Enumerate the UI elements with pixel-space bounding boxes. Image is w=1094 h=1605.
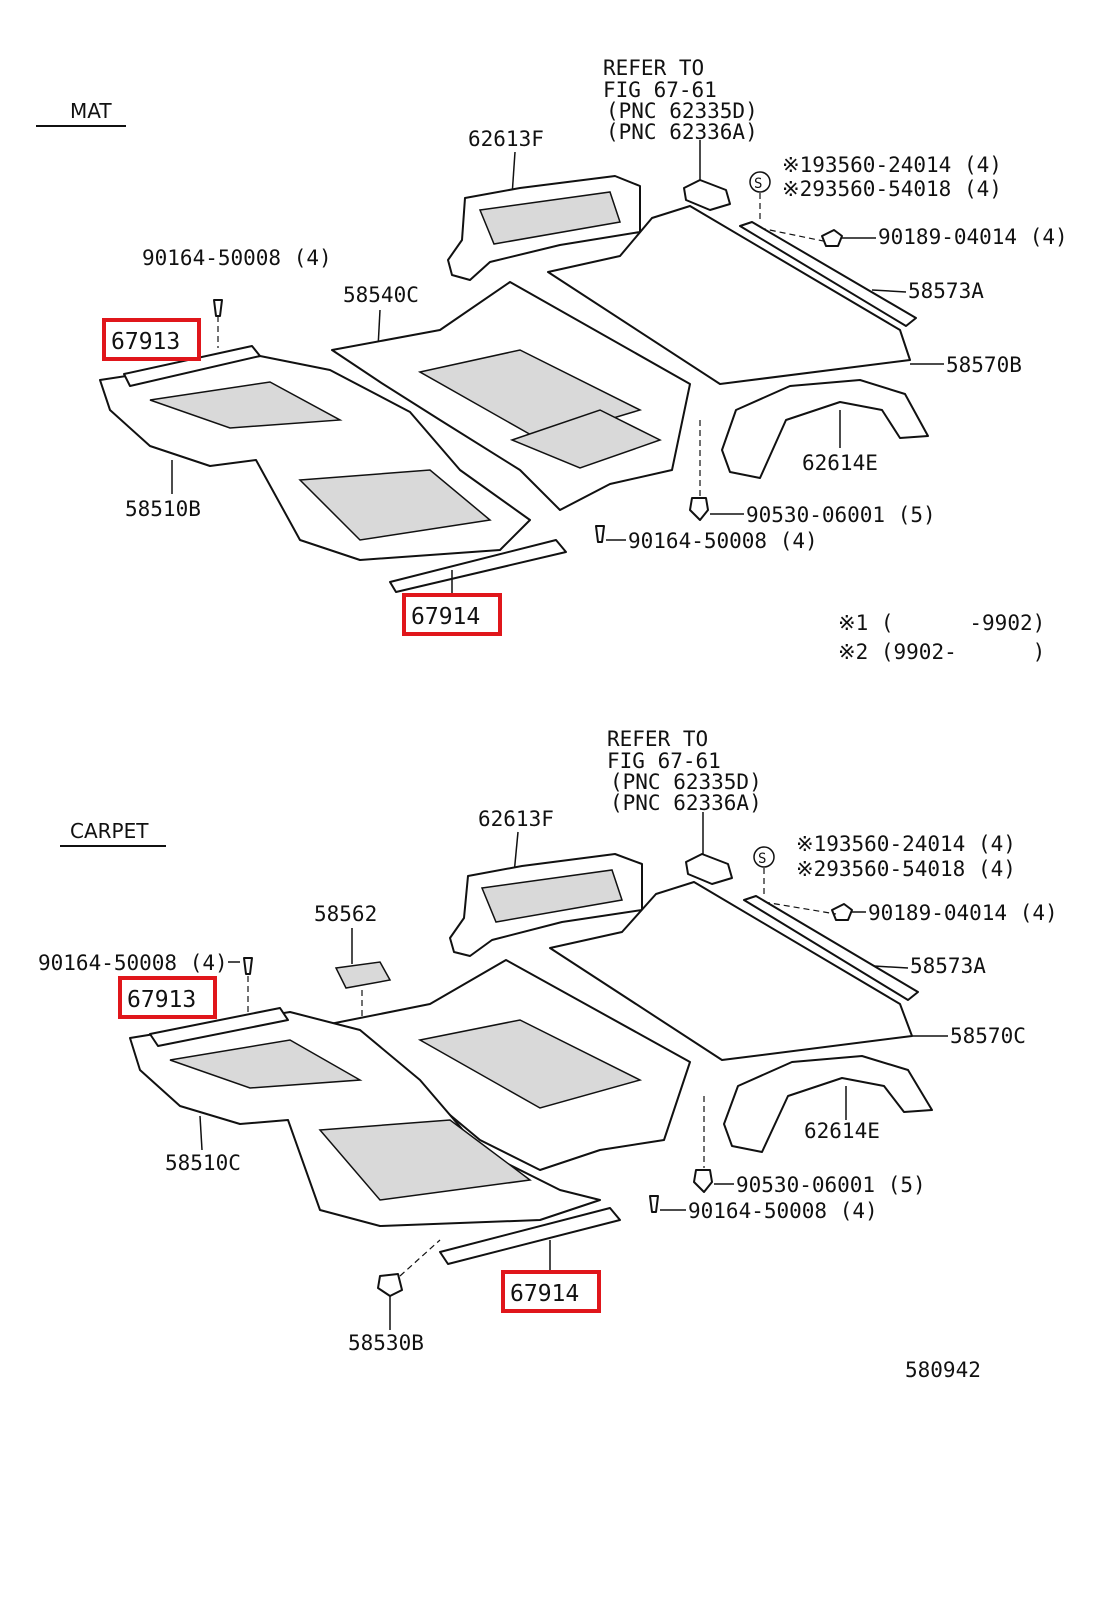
carpet-label-58570C: 58570C bbox=[950, 1024, 1026, 1048]
carpet-dash-90189 bbox=[763, 901, 837, 915]
mat-note-2: ※2 (9902- ) bbox=[838, 640, 1045, 664]
mat-label-58540C: 58540C bbox=[343, 283, 419, 307]
carpet-section-title: CARPET bbox=[70, 819, 149, 843]
carpet-label-90189: 90189-04014 (4) bbox=[868, 901, 1058, 925]
mat-label-90164-bottom: 90164-50008 (4) bbox=[628, 529, 818, 553]
carpet-part-center-shade bbox=[417, 1019, 643, 1109]
mat-label-58570B: 58570B bbox=[946, 353, 1022, 377]
mat-part-67914 bbox=[389, 539, 567, 593]
carpet-label-62613F: 62613F bbox=[478, 807, 554, 831]
mat-part-58570B bbox=[547, 205, 911, 385]
mat-highlight-67913-box[interactable] bbox=[102, 318, 201, 361]
mat-part-62614E bbox=[721, 379, 929, 479]
mat-label-58510B: 58510B bbox=[125, 497, 201, 521]
carpet-clip-90189-icon bbox=[831, 903, 853, 921]
mat-part-58510B-shade bbox=[149, 381, 343, 429]
mat-s-symbol-letter: S bbox=[754, 176, 762, 192]
carpet-part-58573A bbox=[743, 895, 919, 1001]
mat-label-62613F: 62613F bbox=[468, 127, 544, 151]
mat-section: MAT REFER TO FIG 67-61 (PNC 62335D) (PNC… bbox=[36, 56, 1068, 664]
carpet-part-62613F-shade bbox=[480, 869, 623, 923]
mat-leader-58573A bbox=[871, 289, 907, 293]
carpet-label-193560: ※193560-24014 (4) bbox=[796, 832, 1016, 856]
mat-label-67914: 67914 bbox=[411, 604, 480, 630]
carpet-label-90164-bottom: 90164-50008 (4) bbox=[688, 1199, 878, 1223]
carpet-part-58510C-shade bbox=[169, 1039, 363, 1089]
carpet-section: CARPET REFER TO FIG 67-61 (PNC 62335D) (… bbox=[38, 727, 1058, 1355]
mat-section-title: MAT bbox=[70, 99, 112, 123]
mat-label-90164-top: 90164-50008 (4) bbox=[142, 246, 332, 270]
mat-s-symbol-icon bbox=[749, 171, 771, 193]
carpet-highlight-67913-box[interactable] bbox=[118, 976, 217, 1019]
carpet-clip-90530-icon bbox=[693, 1169, 713, 1193]
mat-refer-line-2: FIG 67-61 bbox=[603, 78, 717, 102]
mat-label-62614E: 62614E bbox=[802, 451, 878, 475]
mat-clip-90530-icon bbox=[689, 497, 709, 521]
mat-note-1: ※1 ( -9902) bbox=[838, 611, 1045, 635]
carpet-label-67914: 67914 bbox=[510, 1281, 579, 1307]
mat-screw-bottom-icon bbox=[595, 525, 605, 543]
carpet-s-symbol-icon bbox=[753, 846, 775, 868]
mat-part-58510B-shade-2 bbox=[298, 469, 492, 541]
carpet-label-58510C: 58510C bbox=[165, 1151, 241, 1175]
mat-part-62613F-shade bbox=[478, 191, 621, 245]
mat-clip-bracket bbox=[683, 179, 731, 211]
carpet-refer-line-1: REFER TO bbox=[607, 727, 708, 751]
carpet-part-67913 bbox=[149, 1007, 289, 1047]
carpet-part-58562 bbox=[334, 961, 392, 989]
carpet-clip-58530B-icon bbox=[377, 1273, 403, 1297]
carpet-label-90164-top: 90164-50008 (4) bbox=[38, 951, 228, 975]
mat-refer-line-1: REFER TO bbox=[603, 56, 704, 80]
carpet-label-90530: 90530-06001 (5) bbox=[736, 1173, 926, 1197]
mat-label-193560: ※193560-24014 (4) bbox=[782, 153, 1002, 177]
mat-label-90530: 90530-06001 (5) bbox=[746, 503, 936, 527]
mat-label-58573A: 58573A bbox=[908, 279, 984, 303]
mat-part-67913 bbox=[123, 345, 261, 387]
carpet-highlight-67914-box[interactable] bbox=[501, 1270, 601, 1313]
mat-refer-line-3: (PNC 62335D) bbox=[606, 99, 758, 123]
mat-clip-90189-icon bbox=[821, 229, 843, 247]
diagram-id: 580942 bbox=[905, 1358, 981, 1382]
carpet-s-symbol-letter: S bbox=[758, 851, 766, 867]
mat-screw-top-icon bbox=[213, 299, 223, 317]
carpet-label-293560: ※293560-54018 (4) bbox=[796, 857, 1016, 881]
carpet-label-67913: 67913 bbox=[127, 987, 196, 1013]
carpet-part-62614E bbox=[723, 1055, 933, 1153]
carpet-part-58570C bbox=[549, 881, 913, 1061]
carpet-dash-58530B bbox=[399, 1239, 441, 1277]
mat-refer-line-4: (PNC 62336A) bbox=[606, 120, 758, 144]
carpet-leader-58573A bbox=[873, 965, 909, 969]
carpet-refer-line-4: (PNC 62336A) bbox=[610, 791, 762, 815]
carpet-label-58573A: 58573A bbox=[910, 954, 986, 978]
carpet-label-62614E: 62614E bbox=[804, 1119, 880, 1143]
carpet-refer-line-3: (PNC 62335D) bbox=[610, 770, 762, 794]
carpet-part-58510C-shade-2 bbox=[318, 1119, 532, 1201]
carpet-label-58530B: 58530B bbox=[348, 1331, 424, 1355]
carpet-leader-58510C bbox=[199, 1115, 203, 1151]
mat-label-90189: 90189-04014 (4) bbox=[878, 225, 1068, 249]
mat-label-293560: ※293560-54018 (4) bbox=[782, 177, 1002, 201]
mat-part-58540C-shade-2 bbox=[509, 409, 662, 469]
mat-label-67913: 67913 bbox=[111, 329, 180, 355]
carpet-screw-bottom-icon bbox=[649, 1195, 659, 1213]
carpet-screw-top-icon bbox=[243, 957, 253, 975]
mat-part-58573A bbox=[739, 221, 917, 327]
carpet-label-58562: 58562 bbox=[314, 902, 377, 926]
carpet-refer-line-2: FIG 67-61 bbox=[607, 749, 721, 773]
mat-highlight-67914-box[interactable] bbox=[402, 593, 502, 636]
mat-dash-90189 bbox=[759, 227, 829, 243]
carpet-clip-bracket bbox=[685, 853, 733, 885]
carpet-part-67914 bbox=[439, 1207, 621, 1265]
